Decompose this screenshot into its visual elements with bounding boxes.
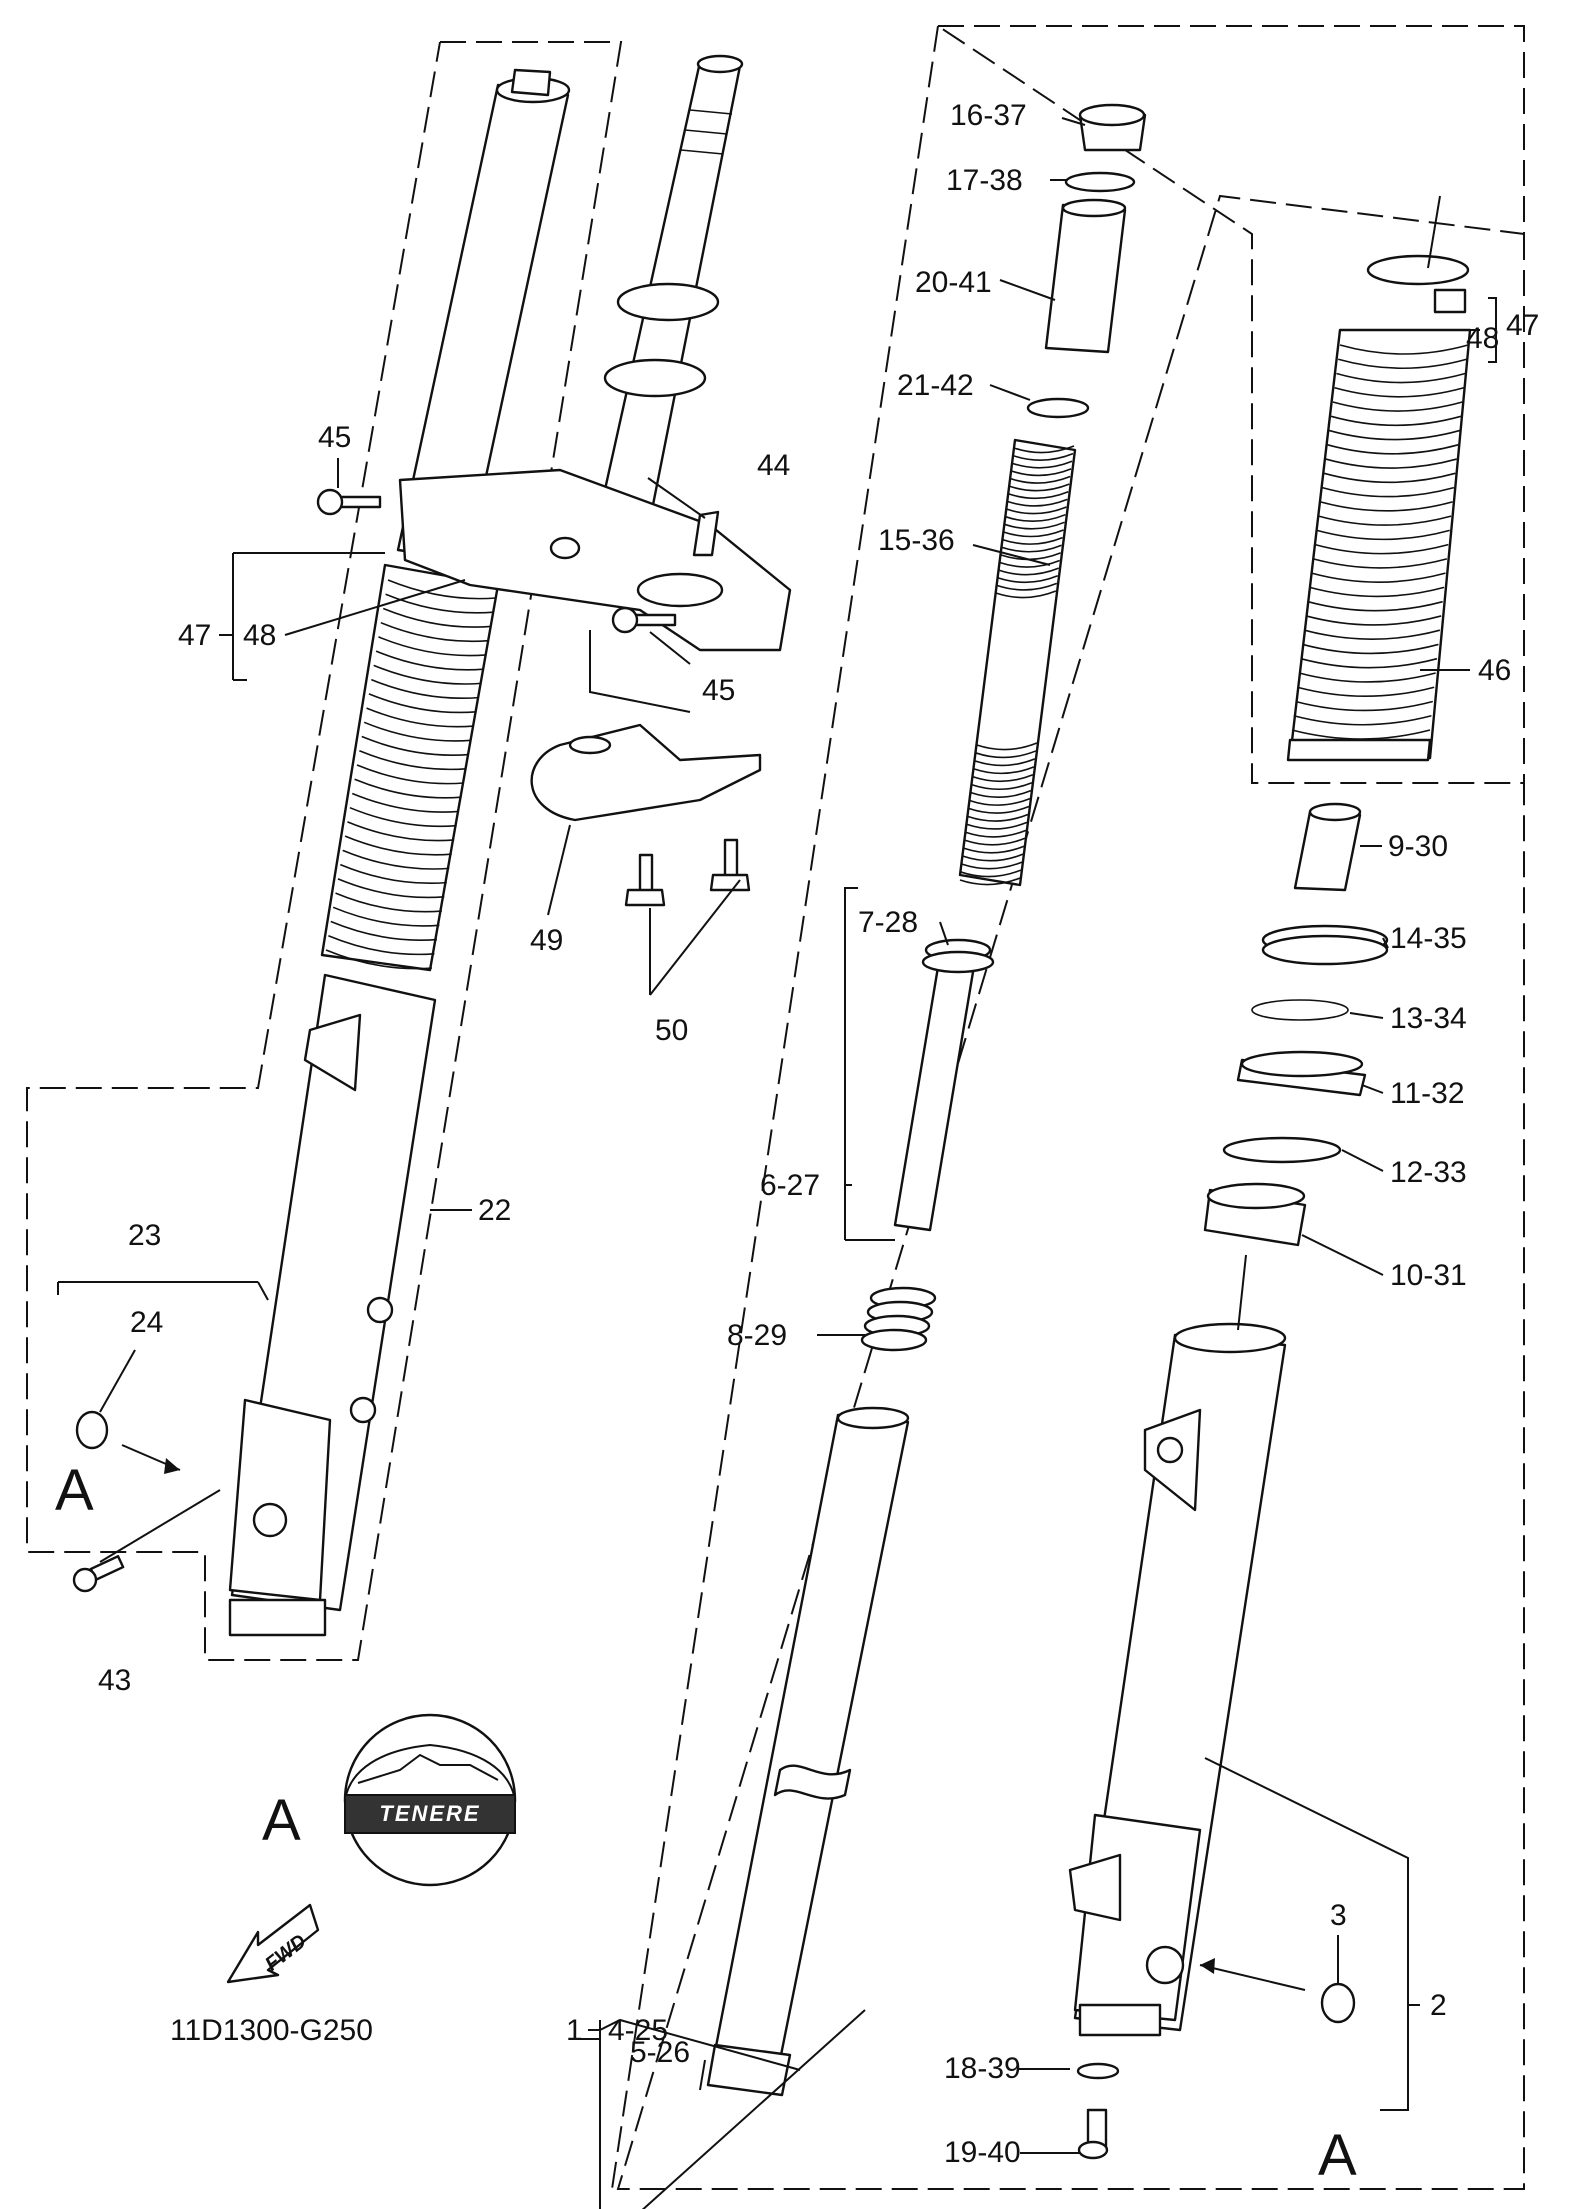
callout-49: 49 — [530, 924, 563, 957]
view-letter-right: A — [1318, 2123, 1357, 2188]
cap-3 — [1320, 1982, 1356, 2024]
callout-48-right: 48 — [1466, 322, 1499, 355]
callout-47-right: 47 — [1506, 309, 1539, 342]
callout-4-25: 4-25 — [608, 2014, 668, 2047]
cap-bolt-16-37 — [1078, 103, 1147, 152]
callout-11-32: 11-32 — [1390, 1077, 1465, 1110]
callout-13-34: 13-34 — [1390, 1002, 1467, 1035]
steering-stem — [598, 54, 744, 522]
callout-45-upper: 45 — [318, 421, 351, 454]
clamp-47 — [1366, 254, 1470, 314]
tenere-badge: TENERE — [343, 1713, 517, 1887]
callout-20-41: 20-41 — [915, 266, 992, 299]
fork-outer-tube-right — [1068, 1322, 1287, 2037]
leader-lines — [57, 117, 1497, 2209]
callout-45-lower: 45 — [702, 674, 735, 707]
guide-bush-9-30 — [1293, 802, 1362, 892]
callout-6-27: 6-27 — [760, 1169, 820, 1202]
callout-24: 24 — [130, 1306, 163, 1339]
fork-spring-15-36 — [958, 438, 1077, 887]
callout-21-42: 21-42 — [897, 369, 974, 402]
forward-arrow-icon: FWD — [226, 1903, 320, 1984]
bolt-45-upper — [316, 488, 382, 516]
callout-47-left: 47 — [178, 619, 211, 652]
bolt-19-40 — [1077, 2108, 1109, 2160]
badge-text: TENERE — [379, 1801, 480, 1826]
callout-8-29: 8-29 — [727, 1319, 787, 1352]
callout-2: 2 — [1430, 1989, 1447, 2022]
inner-tube-4-25 — [706, 1406, 910, 2097]
bolt-50-a — [624, 853, 666, 907]
clip-13-34 — [1251, 999, 1349, 1021]
washer-21-42 — [1026, 397, 1090, 419]
callout-18-39: 18-39 — [944, 2052, 1021, 2085]
callout-14-35: 14-35 — [1390, 922, 1467, 955]
callout-16-37: 16-37 — [950, 99, 1027, 132]
callout-15-36: 15-36 — [878, 524, 955, 557]
callout-7-28: 7-28 — [858, 906, 918, 939]
right-assembly-boundary — [611, 25, 1525, 2190]
bolt-43 — [72, 1555, 125, 1593]
diagram-code: 11D1300-G250 — [170, 2014, 373, 2047]
callout-19-40: 19-40 — [944, 2136, 1021, 2169]
hose-holder — [530, 723, 762, 822]
callout-10-31: 10-31 — [1390, 1259, 1467, 1292]
callout-22: 22 — [478, 1194, 511, 1227]
callout-3: 3 — [1330, 1899, 1347, 1932]
under-bracket — [398, 468, 792, 652]
spacer-20-41 — [1044, 198, 1127, 354]
oil-seal-11-32 — [1236, 1050, 1367, 1097]
callout-1: 1 — [566, 2014, 583, 2047]
callout-44: 44 — [757, 449, 790, 482]
view-letter-left: A — [55, 1458, 94, 1523]
fork-boot-right — [1286, 328, 1472, 762]
bolt-50-b — [709, 838, 751, 892]
callout-48-left: 48 — [243, 619, 276, 652]
view-letter-badge: A — [262, 1788, 301, 1853]
callout-9-30: 9-30 — [1388, 830, 1448, 863]
fork-boot-left — [320, 563, 500, 972]
callout-43: 43 — [98, 1664, 131, 1697]
callout-17-38: 17-38 — [946, 164, 1023, 197]
slide-bush-10-31 — [1203, 1182, 1307, 1247]
dust-seal-14-35 — [1261, 924, 1389, 966]
fork-outer-tube-left — [228, 973, 437, 1637]
callout-12-33: 12-33 — [1390, 1156, 1467, 1189]
o-ring-17-38 — [1064, 171, 1136, 193]
rebound-spring-8-29 — [860, 1286, 937, 1352]
callout-5-26: 5-26 — [630, 2036, 690, 2069]
washer-12-33 — [1222, 1136, 1342, 1164]
callout-50: 50 — [655, 1014, 688, 1047]
damper-rod-6-27 — [893, 938, 995, 1232]
callout-23: 23 — [128, 1219, 161, 1252]
cap-24 — [75, 1410, 109, 1450]
bolt-45-lower — [611, 606, 677, 634]
washer-18-39 — [1076, 2062, 1120, 2080]
callout-46: 46 — [1478, 654, 1511, 687]
